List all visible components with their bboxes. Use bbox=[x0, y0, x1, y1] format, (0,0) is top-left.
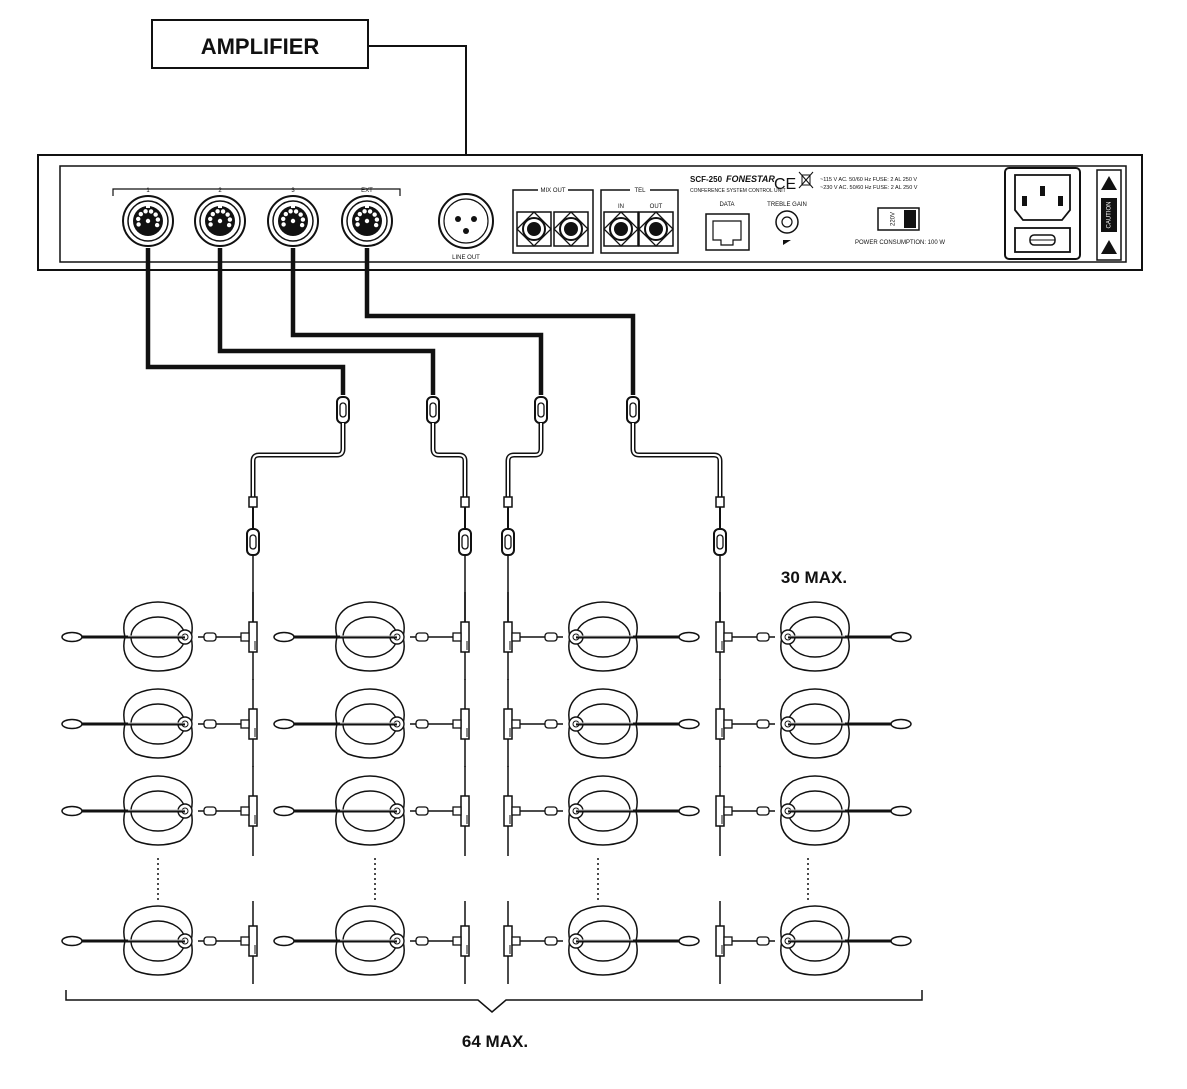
subtitle-label: CONFERENCE SYSTEM CONTROL UNIT bbox=[690, 188, 786, 194]
delegate-unit bbox=[715, 592, 912, 680]
delegate-unit bbox=[503, 679, 700, 767]
power-line-2: ~230 V AC. 50/60 Hz FUSE: 2 AL 250 V bbox=[820, 185, 918, 191]
delegate-unit bbox=[503, 766, 700, 856]
din-label-ext: EXT bbox=[361, 188, 373, 194]
amplifier-box: AMPLIFIER bbox=[151, 19, 369, 69]
tel-out-label: OUT bbox=[650, 204, 663, 210]
din-connector-3 bbox=[267, 195, 319, 247]
power-consumption-label: POWER CONSUMPTION: 100 W bbox=[855, 240, 945, 246]
splitter-plug-top bbox=[626, 396, 640, 424]
delegate-unit bbox=[273, 679, 470, 767]
delegate-unit bbox=[273, 592, 470, 680]
delegate-unit bbox=[61, 901, 258, 984]
din-inputs bbox=[122, 195, 393, 247]
delegate-unit bbox=[715, 901, 912, 984]
mix-out-jacks bbox=[516, 211, 589, 247]
weee-bin-icon bbox=[798, 171, 814, 189]
tel-in-label: IN bbox=[618, 204, 624, 210]
total-brace bbox=[65, 990, 923, 1013]
mix-out-label: MIX OUT bbox=[541, 188, 566, 194]
delegate-unit bbox=[715, 766, 912, 856]
splitter-2 bbox=[426, 396, 472, 625]
delegate-unit bbox=[273, 766, 470, 856]
din-connector-1 bbox=[122, 195, 174, 247]
caution-text: CAUTION bbox=[1107, 202, 1113, 229]
per-line-max-label: 30 MAX. bbox=[781, 568, 847, 587]
din-label-1: 1 bbox=[146, 188, 150, 194]
splitter-plug-top bbox=[336, 396, 350, 424]
splitter-plug-bottom bbox=[458, 528, 472, 556]
distribution-splitters bbox=[246, 396, 727, 625]
tel-jacks bbox=[603, 211, 674, 247]
power-inlet bbox=[1004, 167, 1081, 260]
tel-in-jack bbox=[603, 211, 639, 247]
din-connector-4 bbox=[341, 195, 393, 247]
din-label-2: 2 bbox=[218, 188, 222, 194]
splitter-plug-bottom bbox=[246, 528, 260, 556]
caution-label-plate: CAUTION bbox=[1096, 169, 1122, 261]
power-line-1: ~115 V AC. 50/60 Hz FUSE: 2 AL 250 V bbox=[820, 177, 917, 183]
data-label: DATA bbox=[719, 202, 734, 208]
model-label: SCF-250 bbox=[690, 175, 723, 184]
splitter-4 bbox=[626, 396, 727, 625]
amplifier-cable bbox=[368, 45, 467, 206]
brand-label: FONESTAR bbox=[726, 174, 775, 184]
rear-panel: 1 2 3 EXT LINE OUT MIX OUT TEL IN OUT SC… bbox=[37, 154, 1143, 271]
splitter-1 bbox=[246, 396, 350, 625]
mix-out-jack-right bbox=[553, 211, 589, 247]
rj45-port bbox=[705, 213, 750, 251]
splitter-plug-bottom bbox=[501, 528, 515, 556]
xlr-line-out bbox=[438, 193, 494, 249]
amplifier-label: AMPLIFIER bbox=[201, 34, 320, 59]
treble-gain-knob bbox=[775, 210, 799, 245]
din-label-3: 3 bbox=[291, 188, 295, 194]
total-max-label: 64 MAX. bbox=[462, 1032, 528, 1051]
splitter-plug-top bbox=[534, 396, 548, 424]
tel-out-jack bbox=[638, 211, 674, 247]
trunk-cables bbox=[145, 248, 636, 395]
mix-out-jack-left bbox=[516, 211, 552, 247]
delegate-unit bbox=[61, 679, 258, 767]
delegate-unit bbox=[715, 679, 912, 767]
delegate-unit bbox=[503, 592, 700, 680]
delegate-unit bbox=[61, 592, 258, 680]
treble-gain-label: TREBLE GAIN bbox=[767, 202, 807, 208]
splitter-plug-top bbox=[426, 396, 440, 424]
line-out-label: LINE OUT bbox=[452, 255, 480, 261]
voltage-switch-label: 220V bbox=[891, 212, 897, 226]
voltage-switch: 220V bbox=[877, 207, 920, 231]
delegate-unit bbox=[503, 901, 700, 984]
din-connector-2 bbox=[194, 195, 246, 247]
ce-mark: CE bbox=[774, 176, 796, 193]
delegate-unit bbox=[273, 901, 470, 984]
splitter-3 bbox=[501, 396, 548, 625]
splitter-plug-bottom bbox=[713, 528, 727, 556]
tel-label: TEL bbox=[634, 188, 646, 194]
delegate-units bbox=[61, 592, 912, 984]
delegate-unit bbox=[61, 766, 258, 856]
